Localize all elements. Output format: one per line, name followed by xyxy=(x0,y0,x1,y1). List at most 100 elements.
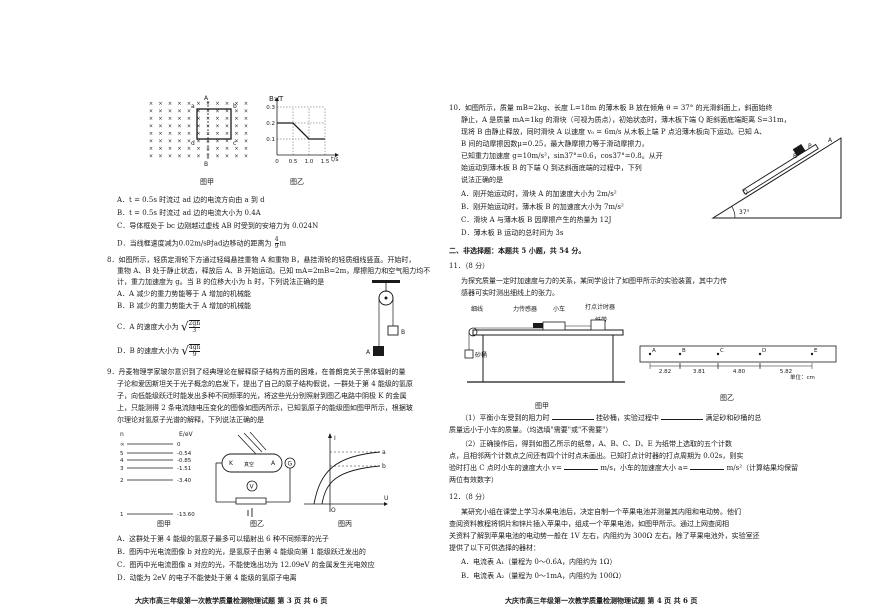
q10-option-d: D．薄木板 B 运动的总时间为 3s xyxy=(461,229,564,237)
q8-d-rad-bot: 9 xyxy=(192,351,197,358)
q10-stem-6: 始运动到薄木板 B 的下端 Q 到达斜面底端的过程中，下列 xyxy=(461,164,642,172)
field-cross: × xyxy=(177,139,181,145)
field-cross: × xyxy=(196,101,200,107)
ticker-timer xyxy=(590,319,606,331)
tape-dot xyxy=(758,352,762,356)
energy-e-header: E/eV xyxy=(179,431,194,438)
field-cross: × xyxy=(168,124,172,130)
q11-head: 11．（8 分） xyxy=(449,262,490,270)
field-cross: × xyxy=(244,101,248,107)
q9-stem-4: 上，只能测得 2 条电流随电压变化的图像如图丙所示，已知氢原子的能级图如图甲所示… xyxy=(117,404,413,412)
field-cross: × xyxy=(149,131,153,137)
voltmeter xyxy=(246,480,258,492)
answer-blank-1[interactable] xyxy=(551,419,594,420)
tape-unit: 单位：cm xyxy=(790,373,815,381)
q7-option-a: A．t = 0.5s 时流过 ad 边的电流方向由 a 到 d xyxy=(117,196,265,204)
field-cross: × xyxy=(215,124,219,130)
field-cross: × xyxy=(206,101,210,107)
rheostat xyxy=(235,497,267,505)
field-cross: × xyxy=(187,109,191,115)
apparatus-figure: 细线 力传感器 小车 打点计时器 纸带 砂桶 xyxy=(464,303,625,383)
field-cross: × xyxy=(196,124,200,130)
energy-level-n: 3 xyxy=(120,466,124,472)
field-cross: × xyxy=(177,101,181,107)
field-cross: × xyxy=(149,109,153,115)
sand-bucket xyxy=(464,349,474,359)
tape-point-label: E xyxy=(814,348,818,354)
q9-option-a: A．这群处于第 4 能级的氢原子最多可以辐射出 6 种不同频率的光子 xyxy=(117,535,329,543)
incline-figure: 37° Q B P A xyxy=(711,137,842,219)
energy-level-value: -0.85 xyxy=(177,458,192,464)
block-a xyxy=(373,346,384,356)
tape-point-label: D xyxy=(762,348,766,354)
field-cross: × xyxy=(187,131,191,137)
energy-level-diagram: n E/eV ∞05-0.544-0.853-1.512-3.401-13.60 xyxy=(120,431,195,518)
exam-page-3: ××××××××××××××××××××××××××××××××××××××××… xyxy=(107,95,430,605)
field-cross: × xyxy=(215,109,219,115)
q10-stem-7: 说法正确的是 xyxy=(461,176,503,184)
field-cross: × xyxy=(177,146,181,152)
q8-stem-1: 8．如图所示，轻质定滑轮下方通过轻绳悬挂重物 A 和重物 B，悬挂滑轮的轻质细线… xyxy=(107,256,416,264)
block-a-label: A xyxy=(366,349,371,356)
field-cross: × xyxy=(215,101,219,107)
field-cross: × xyxy=(244,109,248,115)
field-cross: × xyxy=(158,154,162,160)
magnetic-field-figure: ××××××××××××××××××××××××××××××××××××××××… xyxy=(149,95,248,168)
iu-axis-i: I xyxy=(334,435,336,442)
answer-blank-acceleration[interactable] xyxy=(690,469,725,470)
answer-blank-velocity[interactable] xyxy=(564,469,599,470)
field-cross: × xyxy=(168,101,172,107)
field-cross: × xyxy=(149,154,153,160)
fig1-caption-a: 图甲 xyxy=(200,178,214,186)
chart-series-line xyxy=(277,122,325,140)
incline-angle: 37° xyxy=(739,209,750,216)
tape-point-label: C xyxy=(720,348,724,354)
q11-part1-cont: 质量远小于小车的质量。（均选填"需要"或"不需要"） xyxy=(449,426,613,434)
field-cross: × xyxy=(187,124,191,130)
field-crosses: ××××××××××××××××××××××××××××××××××××××××… xyxy=(149,101,248,160)
incline-label-q: Q xyxy=(743,189,748,196)
exam-page-4: 10．如图所示，质量 mB=2kg、长度 L=18m 的薄木板 B 放在倾角 θ… xyxy=(435,0,870,615)
energy-level-value: -3.40 xyxy=(177,478,192,484)
label-timer: 打点计时器 xyxy=(585,303,615,311)
q7-d-frac-top: 4 xyxy=(274,236,279,244)
tape-dot xyxy=(678,352,682,356)
field-cross: × xyxy=(158,139,162,145)
field-cross: × xyxy=(244,139,248,145)
incline-label-b: B xyxy=(793,153,797,160)
q10-stem-2: 静止，A 是质量 mA=1kg 的滑块（可视为质点），初始状态时，薄木板下端 Q… xyxy=(461,116,791,124)
page-4-footer: 大庆市高三年级第一次教学质量检测物理试题 第 4 页 共 6 页 xyxy=(505,596,698,605)
svg-text:V: V xyxy=(250,484,255,491)
q12-option-a: A．电流表 A₁（量程为 0～0.6A，内阻约为 1Ω） xyxy=(461,558,617,566)
field-cross: × xyxy=(234,101,238,107)
field-cross: × xyxy=(196,154,200,160)
field-cross: × xyxy=(196,116,200,122)
q10-stem-1: 10．如图所示，质量 mB=2kg、长度 L=18m 的薄木板 B 放在倾角 θ… xyxy=(449,104,773,112)
q7-option-b: B．t = 0.5s 时流过 ad 边的电流大小为 0.4A xyxy=(117,209,261,217)
field-cross: × xyxy=(158,131,162,137)
label-sand: 砂桶 xyxy=(475,351,487,359)
energy-level-n: 4 xyxy=(120,458,124,464)
section-2-heading: 二、非选择题：本题共 5 小题，共 54 分。 xyxy=(449,246,586,255)
q10-stem-3: 现将 B 由静止释放，同时滑块 A 以速度 v₀ = 6m/s 从木板上端 P … xyxy=(461,128,767,136)
tape-spacing-label: 4.80 xyxy=(733,369,746,375)
field-cross: × xyxy=(187,116,191,122)
field-cross: × xyxy=(187,139,191,145)
q8-option-b: B．B 减少的重力势能大于 A 增加的机械能 xyxy=(117,302,252,310)
answer-blank-2[interactable] xyxy=(661,419,704,420)
field-cross: × xyxy=(206,109,210,115)
energy-level-value: -1.51 xyxy=(177,466,191,472)
fig1-caption-b: 图乙 xyxy=(290,178,304,186)
q7-option-c: C．导体框处于 bc 边刚越过虚线 AB 时受到的安培力为 0.024N xyxy=(117,222,319,230)
q8-option-d: D．B 的速度大小为 √ 4gh 9 xyxy=(117,343,201,358)
incline-label-a: A xyxy=(828,137,833,144)
apparatus-caption: 图甲 xyxy=(535,402,549,410)
vacuum-label: 真空 xyxy=(244,461,254,468)
field-cross: × xyxy=(168,154,172,160)
label-B: B xyxy=(204,161,208,168)
field-cross: × xyxy=(225,131,229,137)
chart-xtick-label: 0 xyxy=(275,159,279,165)
field-cross: × xyxy=(187,154,191,160)
slider-a xyxy=(792,144,806,157)
